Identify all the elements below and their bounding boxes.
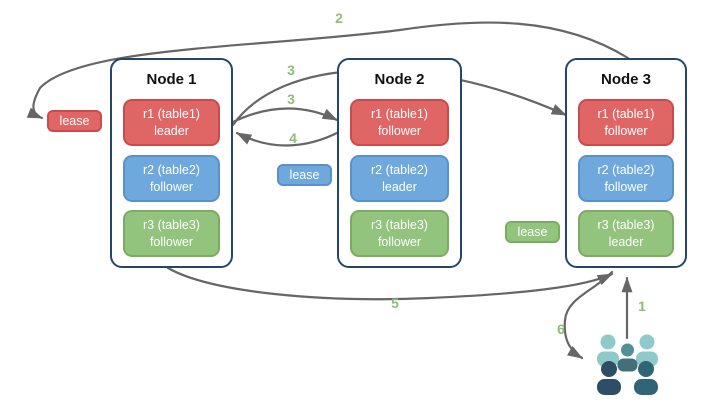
node-2-range-r2: r2 (table2) leader	[350, 155, 449, 202]
range-role: follower	[377, 123, 422, 138]
arrow-step-5-node1-to-node3	[166, 266, 614, 301]
users-group-icon	[597, 334, 658, 395]
range-name: r2 (table2)	[143, 163, 200, 178]
node-3-range-r1: r1 (table1) follower	[578, 99, 674, 146]
step-label-1: 1	[638, 298, 646, 314]
range-role: leader	[608, 234, 644, 249]
node-1-box: Node 1 r1 (table1) leader r2 (table2) fo…	[110, 58, 233, 268]
node-2-range-r3: r3 (table3) follower	[350, 210, 449, 257]
step-label-2: 2	[335, 10, 343, 26]
step-label-5: 5	[391, 295, 399, 311]
node-1-range-r3: r3 (table3) follower	[123, 210, 220, 257]
range-role: follower	[149, 234, 194, 249]
lease-chip-r2: lease	[277, 164, 332, 186]
node-1-range-r1: r1 (table1) leader	[123, 99, 220, 146]
node-1-range-r2: r2 (table2) follower	[123, 155, 220, 202]
node-2-title: Node 2	[374, 71, 425, 88]
range-role: follower	[604, 123, 648, 138]
range-name: r2 (table2)	[597, 163, 655, 178]
range-name: r3 (table3)	[371, 218, 428, 233]
lease-chip-r3: lease	[505, 221, 560, 243]
node-2-box: Node 2 r1 (table1) follower r2 (table2) …	[337, 58, 462, 268]
node-3-range-r2: r2 (table2) follower	[578, 155, 674, 202]
node-3-box: Node 3 r1 (table1) follower r2 (table2) …	[565, 58, 687, 268]
range-role: follower	[604, 179, 648, 194]
node-3-title: Node 3	[600, 71, 651, 88]
range-role: leader	[382, 179, 417, 194]
range-role: follower	[149, 179, 194, 194]
range-name: r3 (table3)	[597, 218, 655, 233]
arrow-step-3-node1-to-node2	[231, 107, 339, 124]
step-label-6: 6	[557, 321, 565, 337]
node-1-title: Node 1	[146, 71, 197, 88]
step-label-3a: 3	[287, 62, 295, 78]
step-label-4: 4	[289, 130, 297, 146]
step-label-3b: 3	[287, 91, 295, 107]
range-name: r1 (table1)	[143, 107, 200, 122]
node-3-range-r3: r3 (table3) leader	[578, 210, 674, 257]
node-2-range-r1: r1 (table1) follower	[350, 99, 449, 146]
range-name: r1 (table1)	[371, 107, 428, 122]
range-name: r2 (table2)	[371, 163, 428, 178]
range-name: r1 (table1)	[597, 107, 655, 122]
range-role: follower	[377, 234, 422, 249]
range-role: leader	[154, 123, 189, 138]
range-name: r3 (table3)	[143, 218, 200, 233]
lease-chip-r1: lease	[47, 110, 102, 132]
